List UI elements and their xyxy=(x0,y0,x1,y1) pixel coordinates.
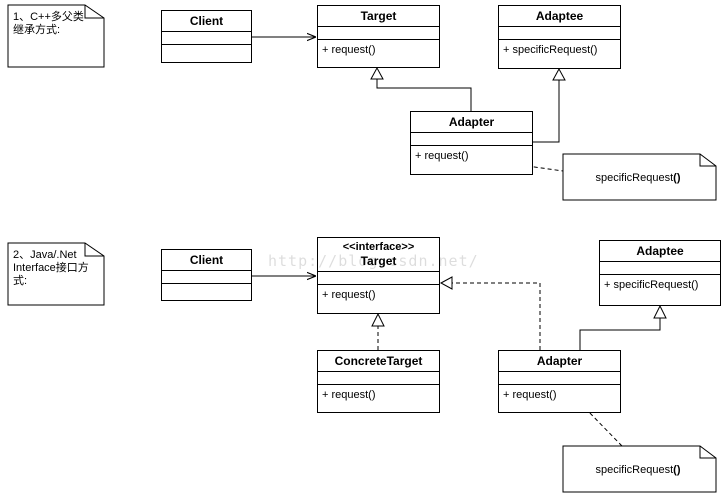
note-call-bottom-fold xyxy=(699,446,716,459)
d2-adapter-op: + request() xyxy=(503,389,557,401)
note-call-top-shape xyxy=(562,153,717,201)
d2-target-attributes xyxy=(318,272,439,285)
d2-target-op: + request() xyxy=(322,289,376,301)
d2-target-interface[interactable]: <<interface>> Target + request() xyxy=(317,237,440,314)
d2-adapter-target-realization xyxy=(452,282,541,350)
d2-adapter-adaptee-generalization xyxy=(579,318,661,350)
d2-concretetarget-op: + request() xyxy=(322,389,376,401)
d1-client-name: Client xyxy=(162,11,251,32)
d2-target-header: <<interface>> Target xyxy=(318,238,439,272)
d2-target-name: Target xyxy=(360,254,397,268)
d1-client-class[interactable]: Client xyxy=(161,10,252,63)
note-call-bottom-name: specificRequest xyxy=(595,464,674,476)
note-call-top-fold xyxy=(699,154,716,167)
d2-client-class[interactable]: Client xyxy=(161,249,252,301)
d1-adapter-class[interactable]: Adapter + request() xyxy=(410,111,533,175)
d2-concretetarget-attributes xyxy=(318,372,439,385)
d1-target-triangle xyxy=(370,66,384,80)
d1-target-name: Target xyxy=(318,6,439,27)
d2-concretetarget-class[interactable]: ConcreteTarget + request() xyxy=(317,350,440,413)
d2-adapter-attributes xyxy=(499,372,620,385)
d2-target-triangle-right xyxy=(439,276,453,290)
note-java-text: 2、Java/.Net Interface接口方 式: xyxy=(13,249,89,287)
d2-adaptee-attributes xyxy=(600,262,720,275)
note-cpp-shape xyxy=(7,4,105,68)
d2-adapter-class[interactable]: Adapter + request() xyxy=(498,350,621,413)
d2-client-name: Client xyxy=(162,250,251,271)
note-call-bottom-shape xyxy=(562,445,717,493)
d1-target-attributes xyxy=(318,27,439,40)
note-call-bottom-parens: () xyxy=(673,464,681,476)
d1-adapter-attributes xyxy=(411,133,532,146)
d1-target-op: + request() xyxy=(322,44,376,56)
d1-adapter-adaptee-generalization xyxy=(533,80,560,143)
d2-adapter-name: Adapter xyxy=(499,351,620,372)
d2-client-operations xyxy=(162,284,251,300)
d2-adaptee-triangle xyxy=(653,304,667,319)
d1-adapter-name: Adapter xyxy=(411,112,532,133)
d1-client-operations xyxy=(162,45,251,62)
watermark-text: http://blog.csdn.net/ xyxy=(268,252,479,270)
note-cpp-fold xyxy=(84,5,104,19)
note-java-shape xyxy=(7,242,105,306)
d2-adaptee-class[interactable]: Adaptee + specificRequest() xyxy=(599,240,721,306)
note-call-top-text: specificRequest() xyxy=(563,172,713,184)
note-cpp-text: 1、C++多父类 继承方式: xyxy=(13,11,84,36)
note-call-top-name: specificRequest xyxy=(595,172,674,184)
d2-target-triangle-bottom xyxy=(371,312,385,327)
d1-adaptee-class[interactable]: Adaptee + specificRequest() xyxy=(498,5,621,69)
d1-adapter-op: + request() xyxy=(415,150,469,162)
d1-adaptee-op: + specificRequest() xyxy=(503,44,598,56)
d1-adapter-target-generalization xyxy=(376,79,472,111)
d2-client-attributes xyxy=(162,271,251,284)
d2-target-stereotype: <<interface>> xyxy=(342,241,415,253)
d2-note-link xyxy=(584,407,623,447)
d1-adaptee-name: Adaptee xyxy=(499,6,620,27)
note-java-fold xyxy=(84,243,104,257)
d1-adaptee-attributes xyxy=(499,27,620,40)
note-call-bottom-text: specificRequest() xyxy=(563,464,713,476)
d1-target-class[interactable]: Target + request() xyxy=(317,5,440,68)
d2-adaptee-name: Adaptee xyxy=(600,241,720,262)
d1-client-attributes xyxy=(162,32,251,45)
d2-concretetarget-name: ConcreteTarget xyxy=(318,351,439,372)
d2-adaptee-op: + specificRequest() xyxy=(604,279,699,291)
note-call-top-parens: () xyxy=(673,172,681,184)
d1-adaptee-triangle xyxy=(552,67,566,81)
